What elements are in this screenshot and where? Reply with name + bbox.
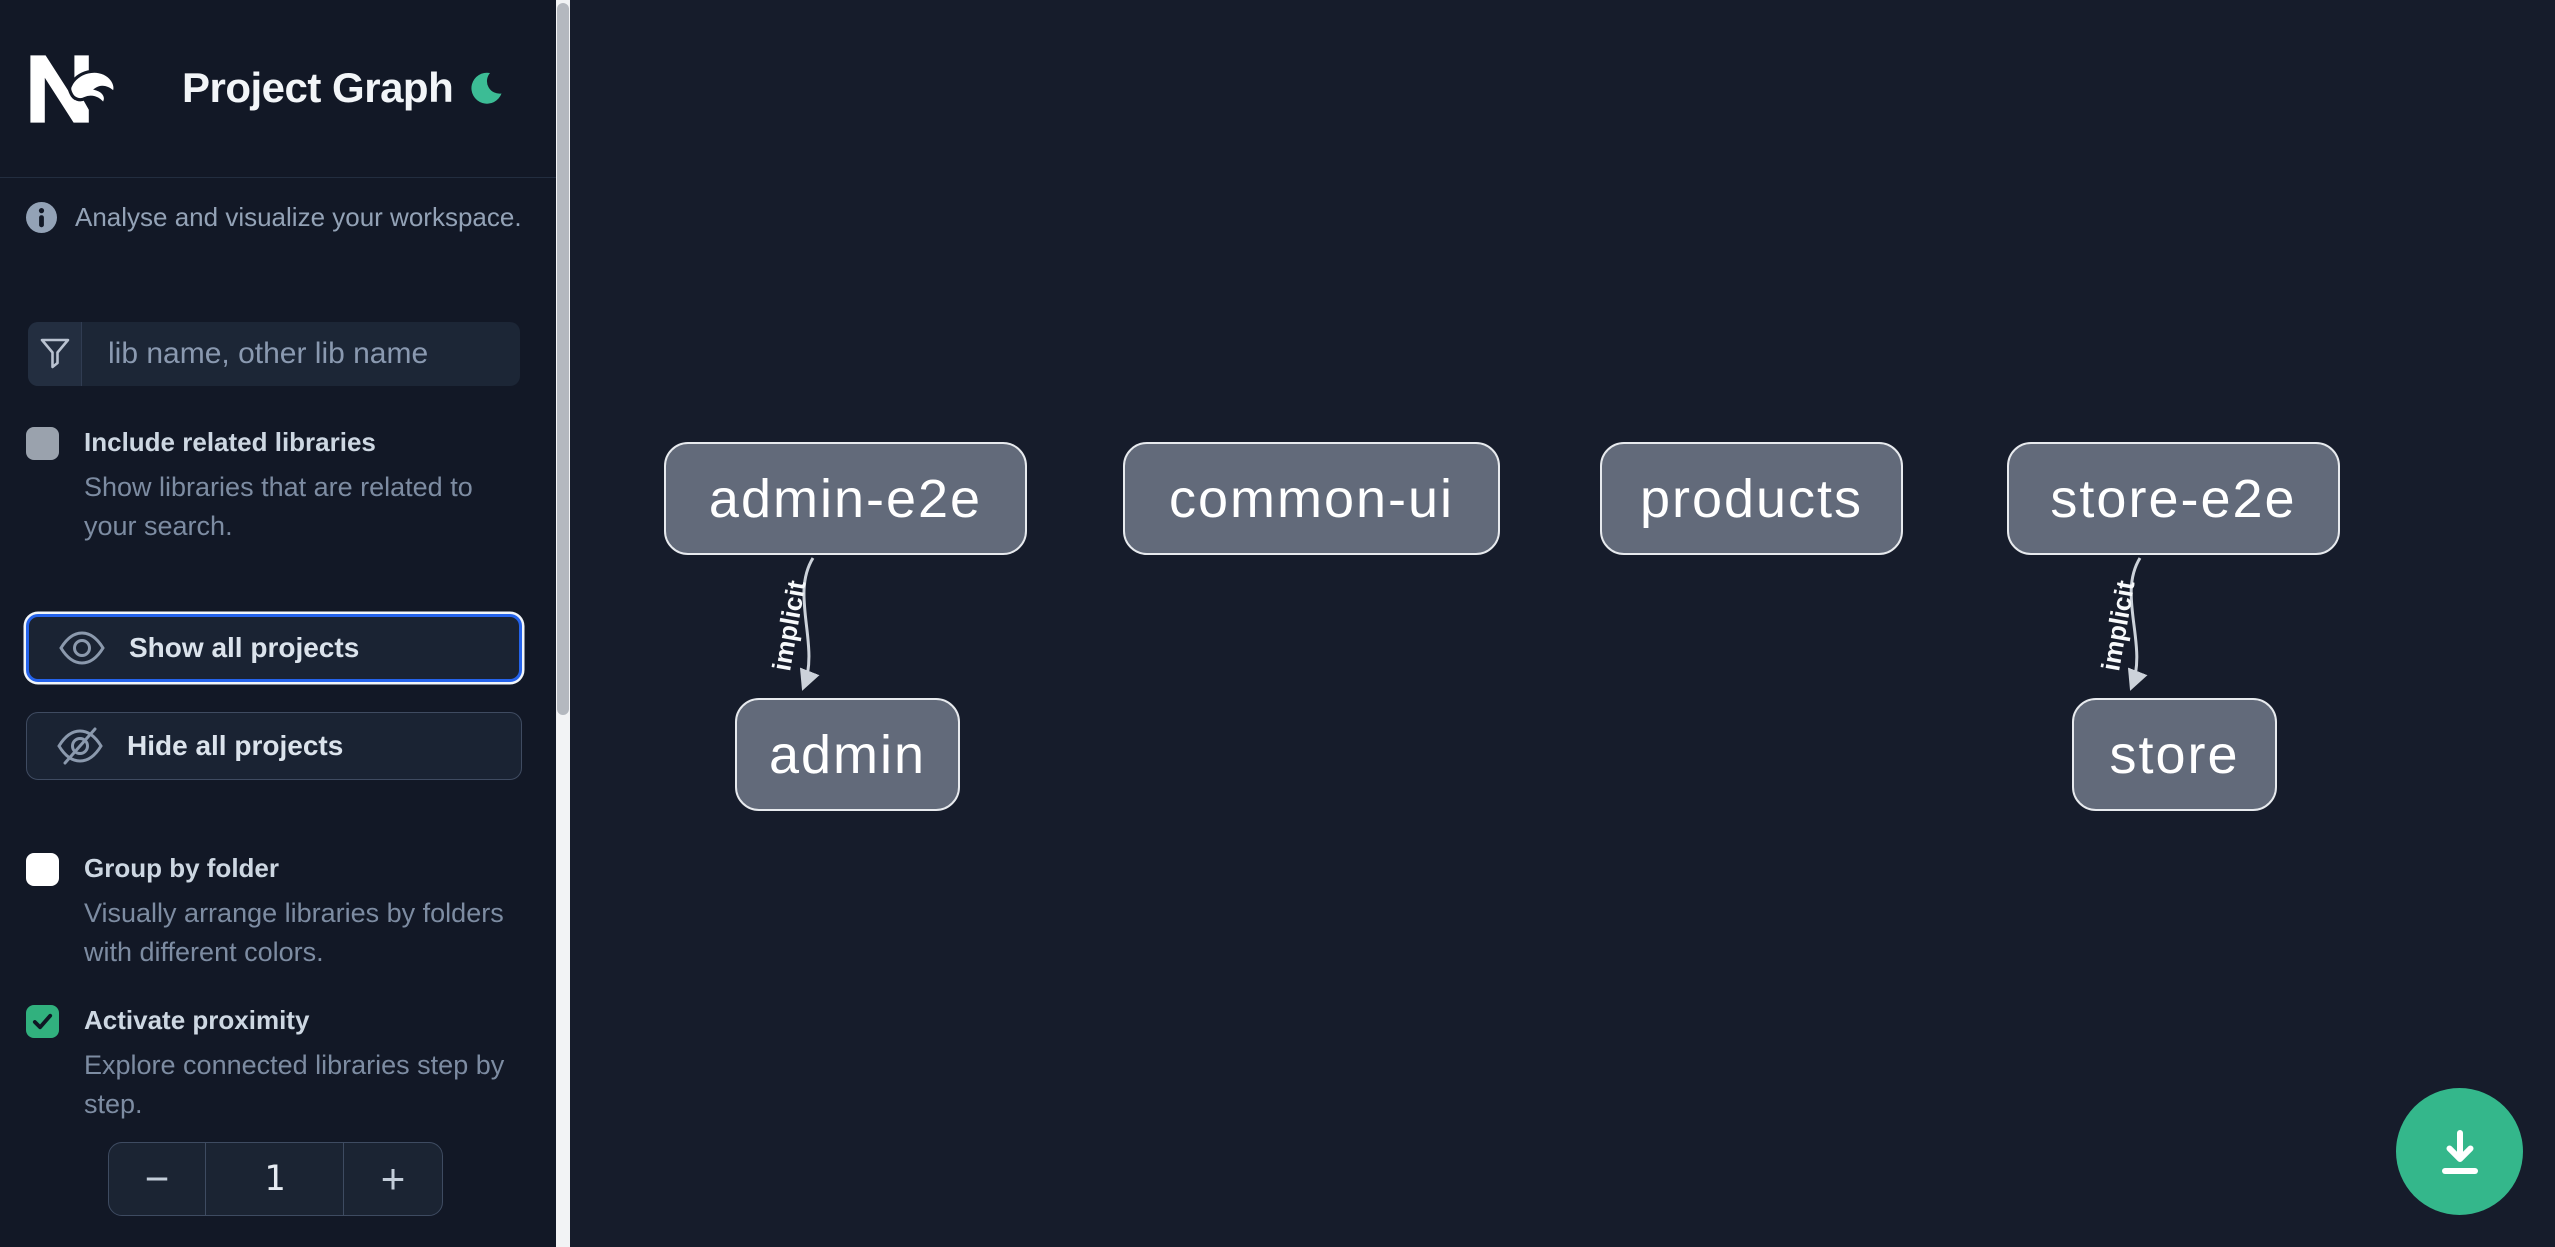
graph-node-store-e2e[interactable]: store-e2e <box>2007 442 2340 555</box>
activate-proximity-label[interactable]: Activate proximity <box>84 1005 310 1035</box>
page-title: Project Graph <box>182 64 454 111</box>
show-all-projects-button[interactable]: Show all projects <box>26 614 522 682</box>
activate-proximity-checkbox[interactable] <box>26 1005 59 1038</box>
filter-box <box>28 322 520 386</box>
show-all-projects-label: Show all projects <box>129 632 360 663</box>
group-by-folder-row: Group by folder Visually arrange librari… <box>26 851 526 972</box>
graph-node-admin[interactable]: admin <box>735 698 960 811</box>
check-icon <box>32 1013 53 1030</box>
activate-proximity-description: Explore connected libraries step by step… <box>84 1050 505 1119</box>
workspace-info: Analyse and visualize your workspace. <box>26 202 526 233</box>
sidebar-header: Project Graph <box>0 0 556 178</box>
activate-proximity-row: Activate proximity Explore connected lib… <box>26 1003 526 1124</box>
graph-canvas[interactable] <box>570 0 2555 1247</box>
info-text: Analyse and visualize your workspace. <box>75 202 522 232</box>
group-by-folder-description: Visually arrange libraries by folders wi… <box>84 898 504 967</box>
eye-icon <box>59 631 105 665</box>
include-related-checkbox[interactable] <box>26 427 59 460</box>
moon-icon[interactable] <box>468 70 504 106</box>
graph-node-common-ui[interactable]: common-ui <box>1123 442 1500 555</box>
sidebar-scrollbar-thumb[interactable] <box>557 3 569 715</box>
stepper-increment-button[interactable]: + <box>343 1143 442 1215</box>
proximity-stepper: − 1 + <box>108 1142 443 1216</box>
download-icon <box>2441 1129 2478 1174</box>
graph-node-products[interactable]: products <box>1600 442 1903 555</box>
group-by-folder-checkbox[interactable] <box>26 853 59 886</box>
sidebar: Project Graph Analyse and visualize your… <box>0 0 570 1247</box>
info-icon <box>26 202 57 233</box>
nx-logo <box>30 55 117 123</box>
include-related-label[interactable]: Include related libraries <box>84 427 376 457</box>
hide-all-projects-button[interactable]: Hide all projects <box>26 712 522 780</box>
graph-node-store[interactable]: store <box>2072 698 2277 811</box>
stepper-value: 1 <box>263 1159 286 1199</box>
include-related-description: Show libraries that are related to your … <box>84 472 473 541</box>
funnel-icon <box>28 322 82 386</box>
include-related-row: Include related libraries Show libraries… <box>26 425 526 546</box>
group-by-folder-label[interactable]: Group by folder <box>84 853 279 883</box>
hide-all-projects-label: Hide all projects <box>127 730 344 761</box>
eye-off-icon <box>57 727 103 765</box>
graph-node-admin-e2e[interactable]: admin-e2e <box>664 442 1027 555</box>
filter-input[interactable] <box>82 322 520 386</box>
download-image-button[interactable] <box>2396 1088 2523 1215</box>
stepper-decrement-button[interactable]: − <box>109 1143 206 1215</box>
